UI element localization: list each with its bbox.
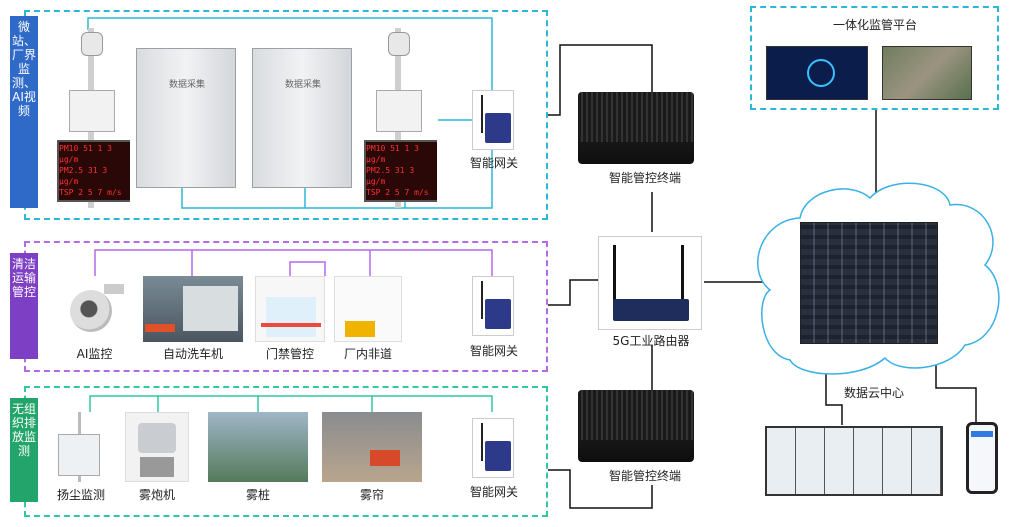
access-control-label: 门禁管控 — [265, 347, 314, 361]
car-wash-label: 自动洗车机 — [162, 347, 223, 361]
cabinet-label: 数据采集 — [284, 80, 321, 90]
server-rack-image — [800, 222, 938, 344]
group-label-micro-station: 微站、厂界监测、AI视频 — [10, 16, 38, 208]
control-terminal-top-label: 智能管控终端 — [608, 171, 681, 185]
gateway-1-image — [472, 90, 514, 150]
platform-map-image — [882, 46, 972, 100]
gateway-3-label: 智能网关 — [469, 485, 518, 499]
gateway-1-label: 智能网关 — [469, 156, 518, 170]
group-platform — [750, 6, 999, 110]
dust-monitor-image — [52, 412, 110, 482]
ai-monitor-label: AI监控 — [76, 347, 113, 361]
fog-pile-image — [208, 412, 308, 482]
group-label-clean-transport: 清洁运输管控 — [10, 253, 38, 359]
platform-dashboard-image — [766, 46, 868, 100]
fog-curtain-label: 雾帘 — [359, 488, 384, 502]
led-row: TSP 2 5 7 m/s — [59, 188, 122, 197]
led-display-left: PM10 51 1 3 μg/m PM2.5 31 3 μg/m TSP 2 5… — [59, 143, 125, 198]
access-control-image — [255, 276, 325, 342]
platform-title: 一体化监管平台 — [832, 18, 917, 32]
monitoring-station-right — [362, 28, 437, 208]
group-label-fugitive-emission: 无组织排放监测 — [10, 398, 38, 502]
gateway-2-label: 智能网关 — [469, 344, 518, 358]
monitoring-station-left — [55, 28, 130, 208]
router-label: 5G工业路由器 — [612, 334, 690, 348]
control-terminal-top-image — [578, 92, 694, 164]
data-cabinet-1: 数据采集 — [136, 48, 236, 188]
ai-camera-image — [62, 276, 127, 342]
fog-curtain-image — [322, 412, 422, 482]
led-display-right: PM10 51 1 3 μg/m PM2.5 31 3 μg/m TSP 2 5… — [366, 143, 432, 198]
led-row: PM10 51 1 3 μg/m — [366, 144, 419, 164]
fog-cannon-image — [125, 412, 189, 482]
non-road-label: 厂内非道 — [343, 347, 392, 361]
mobile-phone-image — [966, 422, 998, 494]
led-row: PM2.5 31 3 μg/m — [59, 166, 108, 186]
led-row: PM2.5 31 3 μg/m — [366, 166, 415, 186]
non-road-image — [334, 276, 402, 342]
led-row: PM10 51 1 3 μg/m — [59, 144, 112, 164]
control-terminal-bottom-image — [578, 390, 694, 462]
car-wash-image — [143, 276, 243, 342]
video-wall-image — [765, 426, 943, 496]
control-terminal-bottom-label: 智能管控终端 — [608, 469, 681, 483]
led-row: TSP 2 5 7 m/s — [366, 188, 429, 197]
gateway-3-image — [472, 418, 514, 478]
cloud-label: 数据云中心 — [843, 386, 904, 400]
cabinet-label: 数据采集 — [168, 80, 205, 90]
fog-cannon-label: 雾炮机 — [138, 488, 175, 502]
router-image — [598, 236, 702, 330]
dust-monitor-label: 扬尘监测 — [56, 488, 105, 502]
gateway-2-image — [472, 276, 514, 336]
data-cabinet-2: 数据采集 — [252, 48, 352, 188]
fog-pile-label: 雾桩 — [245, 488, 270, 502]
